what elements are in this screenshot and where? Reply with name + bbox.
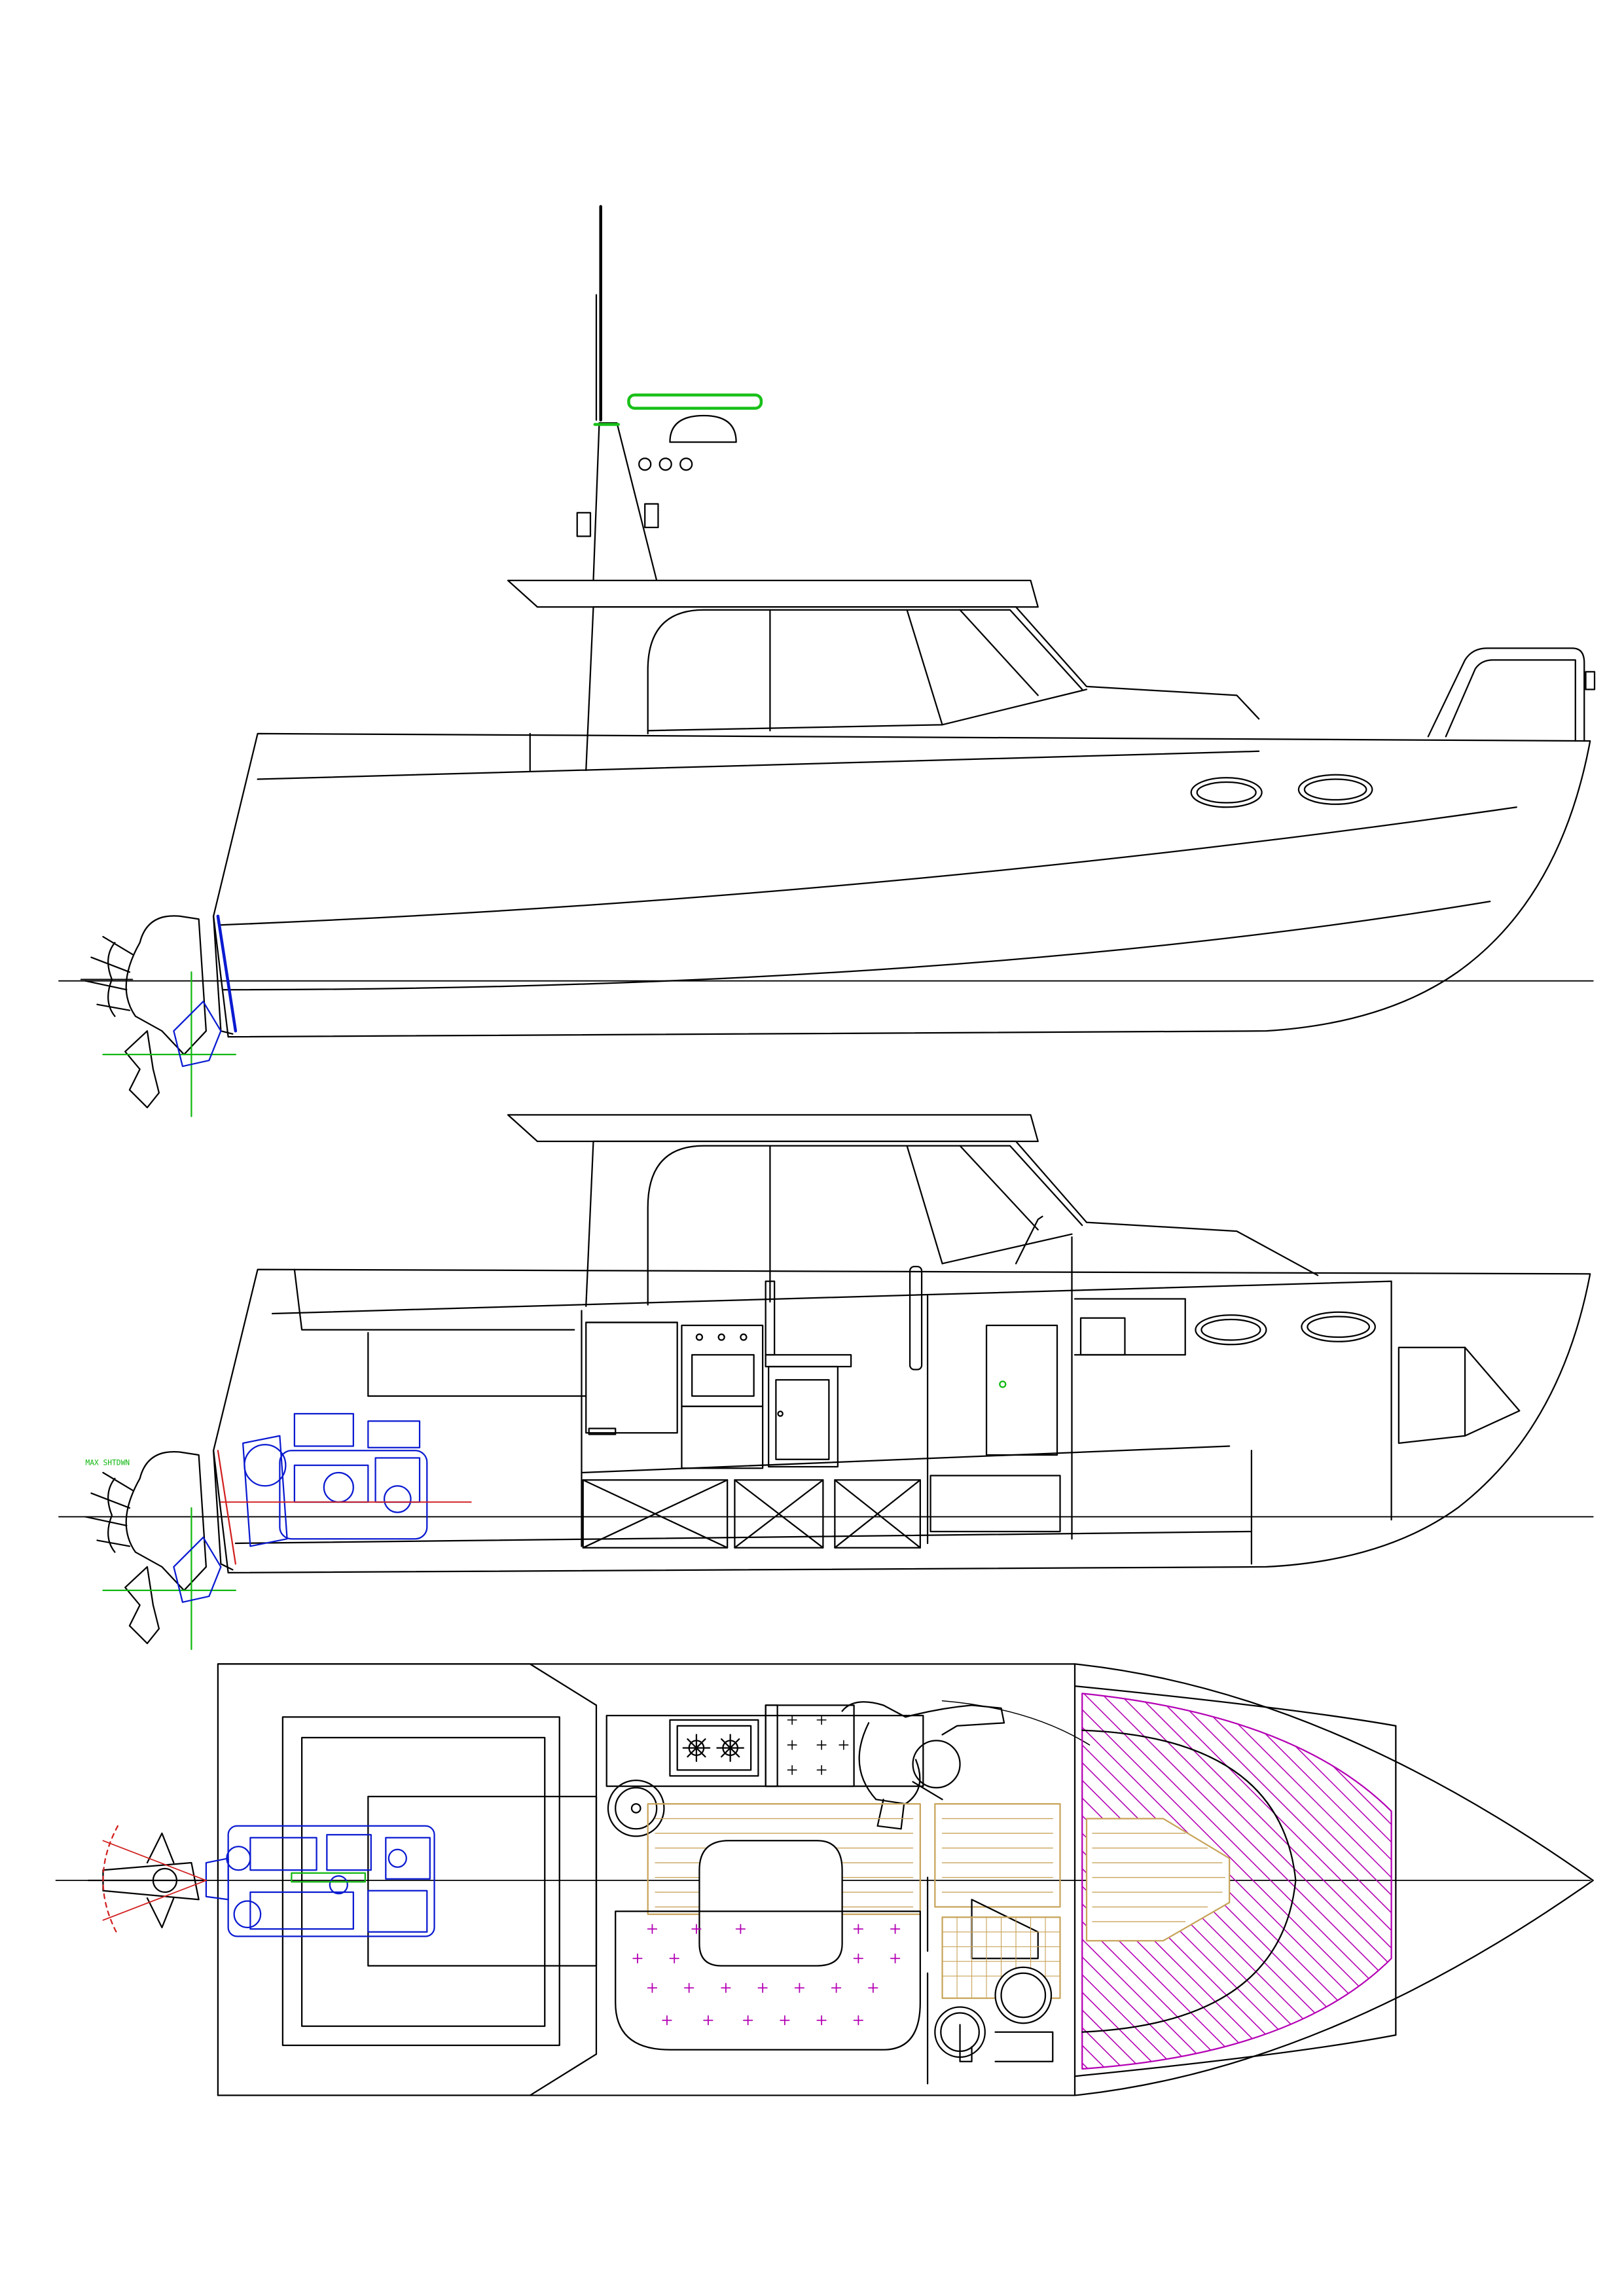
oven-door: [691, 1354, 755, 1397]
galley-cabinet-door: [775, 1379, 830, 1460]
companionway: [971, 1899, 1039, 1960]
engine-annotation: MAX SHTDWN: [85, 1459, 130, 1467]
mast-light-2: [659, 457, 672, 471]
engine-plan: [87, 1825, 435, 1937]
oven: [681, 1324, 764, 1407]
window-post-2b: [959, 1145, 1039, 1230]
drawer-unit: [681, 1405, 764, 1469]
stove-inner: [676, 1725, 752, 1771]
bow-rail: [1427, 647, 1585, 742]
side-elevation-view: [58, 205, 1596, 1117]
cabin-sole-lines: [941, 1818, 1053, 1893]
bow-light: [1585, 671, 1596, 691]
cabin-sole-teak: [934, 1803, 1061, 1908]
engine-side: [220, 1412, 472, 1547]
forepeak-steps: [1079, 1317, 1126, 1356]
windscreen-2: [647, 1145, 1083, 1306]
window-post-1: [906, 609, 943, 726]
inner-floor: [581, 1445, 1231, 1474]
chine-line: [223, 901, 1491, 991]
porthole-1: [1190, 777, 1263, 808]
cabin-door: [985, 1324, 1058, 1456]
windscreen: [647, 609, 1083, 734]
dinette-table: [698, 1840, 843, 1967]
counter-handle: [588, 1427, 617, 1435]
galley-seat-back: [909, 1265, 923, 1371]
window-sill-2: [941, 1233, 1073, 1265]
window-post-2: [959, 609, 1039, 696]
deck-line-2: [271, 1280, 1392, 1315]
hardtop: [507, 579, 1039, 608]
cutting-board: [765, 1704, 855, 1787]
counter-unit: [585, 1321, 678, 1434]
section-elevation-view: MAX SHTDWN: [58, 1114, 1594, 1651]
forward-berth-mattress: [1085, 1818, 1231, 1942]
forward-berth-curve: [1081, 1729, 1297, 2033]
porthole-2: [1297, 774, 1373, 805]
cabinet-knob: [777, 1410, 784, 1417]
porthole-3: [1195, 1314, 1267, 1346]
hull-plan: [217, 1663, 1594, 2096]
porthole-4-inner: [1307, 1316, 1370, 1338]
porthole-3-inner: [1200, 1318, 1261, 1341]
hull-outline-2: [213, 1268, 1591, 1574]
nav-light-2: [644, 503, 659, 529]
cockpit-outline: [217, 1663, 598, 1706]
storage-boxes: [582, 1475, 1061, 1549]
cabin-profile: [529, 606, 1260, 772]
aft-berth: [615, 1910, 921, 2051]
toilet-plan: [994, 1966, 1054, 2062]
side-deck: [1074, 1685, 1397, 2077]
cockpit-sole: [293, 1268, 575, 1331]
porthole-2-inner: [1303, 778, 1367, 801]
porthole-4: [1301, 1311, 1376, 1342]
helmsman-figure: [841, 1700, 1091, 1830]
oven-knob-1: [695, 1333, 704, 1341]
burner-2: [716, 1734, 745, 1762]
burner-1: [682, 1734, 711, 1762]
steering-column: [1015, 1215, 1043, 1265]
window-post-2a: [906, 1145, 943, 1265]
shower-grid: [942, 1916, 1061, 1999]
deck-plan-view: [55, 1663, 1594, 2096]
mast: [592, 422, 658, 582]
galley-cabinet: [768, 1365, 839, 1468]
hardtop-2: [507, 1114, 1039, 1143]
galley-rail-plan: [765, 1704, 778, 1787]
mast-light-1: [638, 457, 652, 471]
door-knob: [999, 1380, 1007, 1388]
engine-hatch: [367, 1795, 598, 1967]
stove-plan: [669, 1719, 759, 1777]
cabin-profile-2: [585, 1140, 1319, 1307]
sheer-line: [220, 806, 1517, 926]
anchor-locker: [1398, 1346, 1521, 1444]
radar-dome: [669, 414, 737, 443]
propeller-plan: [102, 1825, 207, 1936]
keel-line: [234, 1530, 1253, 1545]
oven-knob-3: [740, 1333, 748, 1341]
cockpit-outline-aft: [217, 2053, 598, 2096]
porthole-1-inner: [1196, 781, 1257, 804]
cutting-board-pattern: [787, 1715, 849, 1775]
galley-rail: [765, 1280, 776, 1356]
window-sill: [647, 689, 1088, 732]
head-sink-plan: [934, 2006, 986, 2062]
nav-light-1: [576, 512, 592, 537]
radar-antenna: [627, 393, 763, 410]
deck-line: [257, 750, 1260, 780]
sink-plan: [607, 1779, 665, 1837]
outdrive-2: [84, 1450, 237, 1651]
mast-light-3: [679, 457, 693, 471]
outdrive-1: [80, 914, 238, 1117]
engine-bay: [281, 1716, 560, 2047]
oven-knob-2: [717, 1333, 725, 1341]
mattress-lines: [1092, 1833, 1226, 1922]
galley-counter: [765, 1354, 852, 1368]
berth-cushion-pattern: [632, 1924, 901, 2026]
hull-outline: [213, 732, 1591, 1038]
